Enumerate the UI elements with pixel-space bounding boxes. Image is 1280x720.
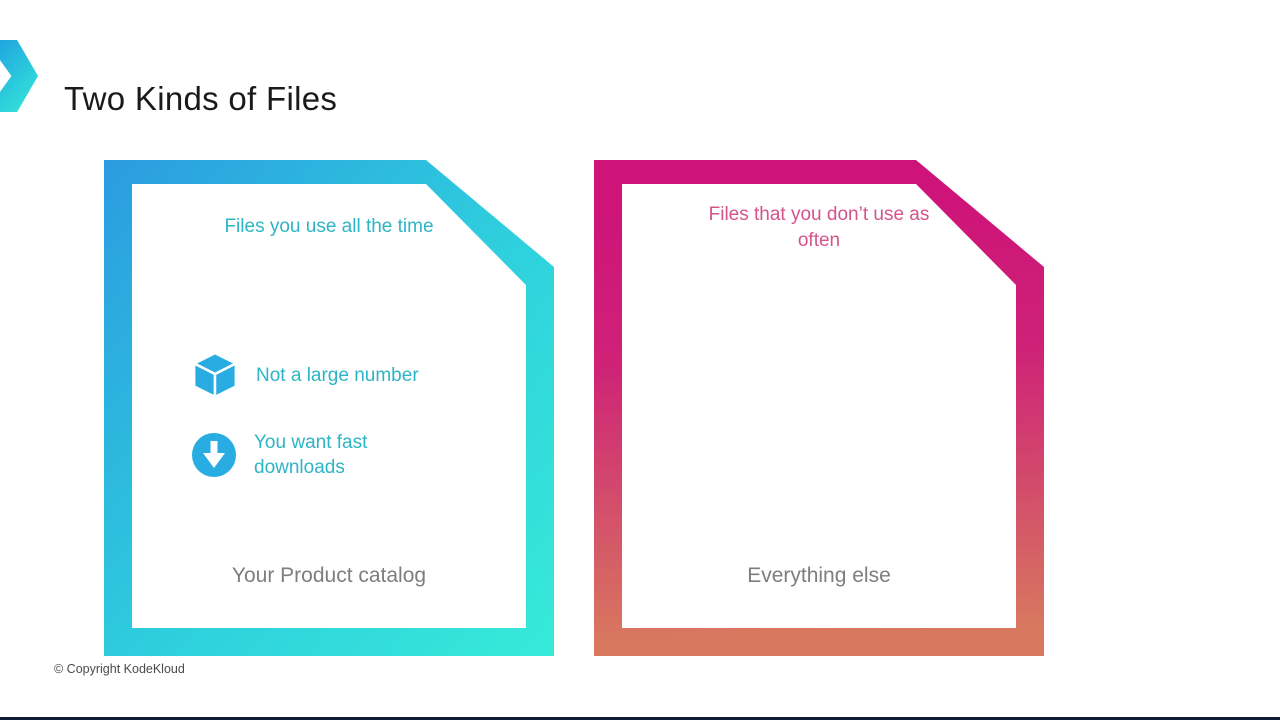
bullet-item: Not a large number — [190, 350, 419, 400]
card-infrequent-files: Files that you don’t use as often Everyt… — [594, 160, 1044, 656]
bullet-item: You want fast downloads — [190, 430, 414, 480]
card-header-text: Files that you don’t use as often — [708, 204, 930, 251]
bullet-text: Not a large number — [256, 364, 419, 386]
cube-icon — [190, 350, 240, 400]
bottom-edge-bar — [0, 717, 1280, 720]
slide-title: Two Kinds of Files — [64, 80, 338, 117]
card-content-panel: Files that you don’t use as often Everyt… — [622, 184, 1016, 628]
copyright-footer: © Copyright KodeKloud — [54, 662, 185, 676]
card-header: Files that you don’t use as often — [622, 202, 1016, 254]
download-icon — [190, 431, 238, 479]
card-frequent-files: Files you use all the time Not a large n… — [104, 160, 554, 656]
bullet-text: You want fast downloads — [254, 432, 368, 478]
card-header: Files you use all the time — [224, 216, 434, 237]
chevron-decoration-icon — [0, 40, 38, 112]
card-caption: Everything else — [747, 564, 891, 587]
card-caption: Your Product catalog — [231, 564, 427, 587]
card-content-panel: Files you use all the time Not a large n… — [132, 184, 526, 628]
